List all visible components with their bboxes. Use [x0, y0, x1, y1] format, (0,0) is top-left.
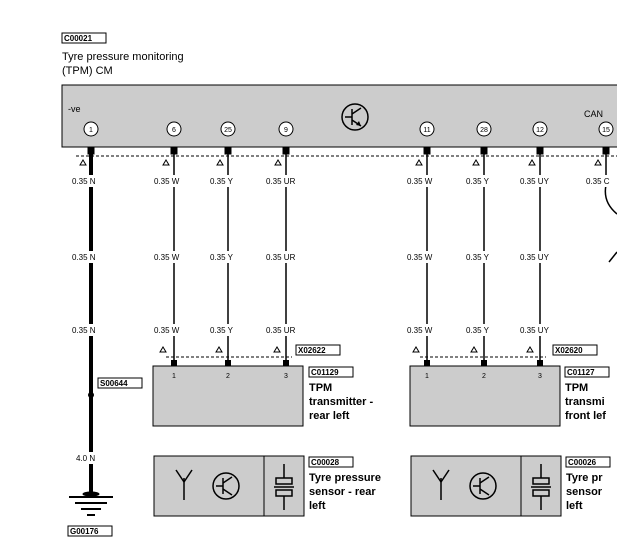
ground-code: G00176: [70, 527, 99, 536]
transmitter-front-code-box: [564, 366, 610, 378]
sensor-rear-line3: left: [309, 500, 326, 512]
sensor-rear-line1: Tyre pressure: [309, 472, 381, 484]
sensor-front-line1: Tyre pr: [566, 472, 603, 484]
wire-label-y2-2: 0.35 Y: [466, 253, 490, 262]
ecu-can-label: CAN: [584, 109, 603, 119]
svg-text:12: 12: [536, 127, 544, 134]
splice-dot: [88, 392, 94, 398]
transmitter-rear-box: [152, 365, 304, 427]
wire-label-y1-1: 0.35 Y: [210, 177, 234, 186]
sensor-front-box: [410, 455, 562, 517]
antenna-icon: [432, 469, 450, 500]
ecu-code-box: [61, 32, 107, 44]
wire-label-y1-3: 0.35 Y: [210, 326, 234, 335]
wire-label-ground-lower: 4.0 N: [76, 454, 95, 463]
wire-label-w1-1: 0.35 W: [154, 177, 180, 186]
antenna-icon: [175, 469, 193, 500]
transmitter-rear-line2: transmitter -: [309, 396, 374, 408]
ground-icon: [69, 488, 113, 516]
wire-label-w2-3: 0.35 W: [407, 326, 433, 335]
transmitter-rear-code: C01129: [311, 368, 339, 377]
transmitter-rear-code-box: [308, 366, 354, 378]
wire-label-uy-3: 0.35 UY: [520, 326, 550, 335]
transmitter-front-code: C01127: [567, 368, 595, 377]
sensor-front-code-box: [565, 456, 611, 468]
wire-label-y1-2: 0.35 Y: [210, 253, 234, 262]
wire-label-uy-1: 0.35 UY: [520, 177, 550, 186]
svg-text:28: 28: [480, 127, 488, 134]
ecu-pin-11: 11: [419, 121, 435, 137]
connector-rear-code-box: [295, 344, 341, 356]
transistor-icon: [341, 103, 369, 131]
ecu-pin-12: 12: [532, 121, 548, 137]
ecu-terminals: [87, 147, 610, 155]
lower-terminals: [171, 360, 543, 366]
wire-label-ground-2: 0.35 N: [72, 253, 96, 262]
svg-text:1: 1: [89, 127, 93, 134]
transmitter-front-line1: TPM: [565, 382, 588, 394]
sensor-rear-code: C00028: [311, 458, 340, 467]
ecu-pin-1: 1: [83, 121, 99, 137]
wire-label-w2-1: 0.35 W: [407, 177, 433, 186]
splice-code-box: [97, 377, 143, 389]
pressure-sensor-icon: [531, 464, 551, 510]
sensor-front-line2: sensor: [566, 486, 603, 498]
transmitter-rear-line1: TPM: [309, 382, 332, 394]
ecu-code: C00021: [64, 34, 93, 43]
transmitter-rear-line3: rear left: [309, 410, 350, 422]
svg-text:25: 25: [224, 127, 232, 134]
svg-text:6: 6: [172, 127, 176, 134]
ecu-ground-label: -ve: [68, 104, 81, 114]
connector-rear-code: X02622: [298, 346, 326, 355]
transmitter-rear-pin-1: 1: [172, 373, 176, 380]
ecu-pin-6: 6: [166, 121, 182, 137]
svg-text:9: 9: [284, 127, 288, 134]
sensor-front-code: C00026: [568, 458, 597, 467]
splice-code: S00644: [100, 379, 128, 388]
wire-label-ur-1: 0.35 UR: [266, 177, 296, 186]
transmitter-front-pin-1: 1: [425, 373, 429, 380]
ecu-title-line2: (TPM) CM: [62, 65, 113, 77]
ecu-pin-28: 28: [476, 121, 492, 137]
sensor-front-line3: left: [566, 500, 583, 512]
wire-label-ground-1: 0.35 N: [72, 177, 96, 186]
transmitter-front-pin-2: 2: [482, 373, 486, 380]
transmitter-front-line3: front lef: [565, 410, 606, 422]
wire-label-w1-3: 0.35 W: [154, 326, 180, 335]
transmitter-front-line2: transmi: [565, 396, 605, 408]
wire-label-y2-3: 0.35 Y: [466, 326, 490, 335]
transmitter-front-box: [409, 365, 561, 427]
svg-text:15: 15: [602, 127, 610, 134]
ecu-pin-9: 9: [278, 121, 294, 137]
ecu-terminal-arrows: [79, 159, 602, 166]
wire-label-y2-1: 0.35 Y: [466, 177, 490, 186]
ecu-body: [61, 84, 617, 148]
svg-text:11: 11: [423, 127, 430, 134]
wire-label-can-1: 0.35 C: [586, 177, 610, 186]
transistor-icon: [469, 472, 497, 500]
wire-label-uy-2: 0.35 UY: [520, 253, 550, 262]
wire-label-ground-3: 0.35 N: [72, 326, 96, 335]
transmitter-rear-pin-2: 2: [226, 373, 230, 380]
sensor-rear-line2: sensor - rear: [309, 486, 376, 498]
transmitter-rear-pin-3: 3: [284, 373, 288, 380]
pressure-sensor-icon: [274, 464, 294, 510]
transistor-icon: [212, 472, 240, 500]
transmitter-front-pin-3: 3: [538, 373, 542, 380]
sensor-rear-box: [153, 455, 305, 517]
ecu-title-line1: Tyre pressure monitoring: [62, 51, 184, 63]
sensor-rear-code-box: [308, 456, 354, 468]
wire-label-ur-3: 0.35 UR: [266, 326, 296, 335]
ecu-pin-15: 15: [598, 121, 614, 137]
lower-connector-arrows: [159, 346, 534, 353]
connector-front-code: X02620: [555, 346, 583, 355]
wire-label-ur-2: 0.35 UR: [266, 253, 296, 262]
connector-front-code-box: [552, 344, 598, 356]
wire-label-w1-2: 0.35 W: [154, 253, 180, 262]
wire-label-w2-2: 0.35 W: [407, 253, 433, 262]
ground-code-box: [67, 525, 113, 537]
ecu-pin-25: 25: [220, 121, 236, 137]
